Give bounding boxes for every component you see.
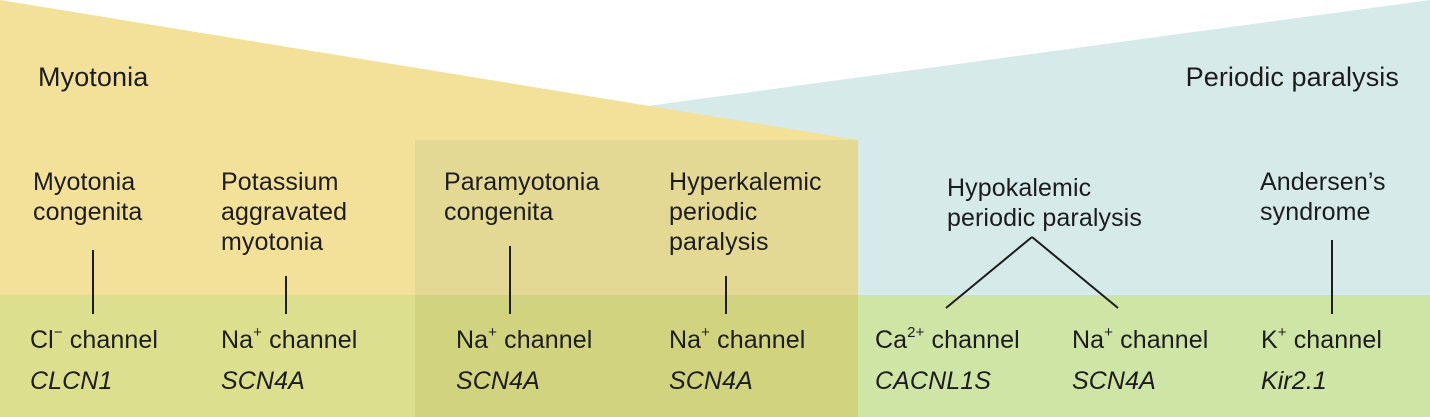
- channel-label: Na+ channel SCN4A: [669, 325, 805, 396]
- channel-name: Na+ channel: [1072, 323, 1209, 354]
- channel-label: Ca2+ channel CACNL1S: [875, 325, 1020, 396]
- channel-label: Na+ channel SCN4A: [456, 325, 592, 396]
- channel-name: K+ channel: [1261, 323, 1382, 354]
- channel-band-left: [0, 295, 415, 417]
- connector-line: [945, 236, 1033, 309]
- gene-name: SCN4A: [221, 367, 305, 395]
- group-title-myotonia: Myotonia: [38, 62, 149, 92]
- disease-label: Myotonia congenita: [33, 168, 143, 226]
- channel-band-right: [858, 295, 1430, 417]
- gene-name: SCN4A: [669, 367, 753, 395]
- gene-name: SCN4A: [456, 367, 540, 395]
- channel-name: Na+ channel: [456, 323, 593, 354]
- disease-label: Paramyotonia congenita: [444, 168, 600, 226]
- group-title-periodic-paralysis: Periodic paralysis: [1185, 62, 1399, 92]
- channel-name: Ca2+ channel: [875, 323, 1020, 354]
- channel-name: Cl− channel: [30, 323, 159, 354]
- channel-label: K+ channel Kir2.1: [1261, 325, 1382, 396]
- gene-name: SCN4A: [1072, 367, 1156, 395]
- channel-name: Na+ channel: [221, 323, 358, 354]
- channel-name: Na+ channel: [669, 323, 806, 354]
- disease-label: Andersen’s syndrome: [1260, 168, 1386, 226]
- channel-label: Na+ channel SCN4A: [1072, 325, 1208, 396]
- gene-name: CACNL1S: [875, 367, 992, 395]
- connector-line: [1031, 236, 1119, 309]
- channel-label: Cl− channel CLCN1: [30, 325, 158, 396]
- channel-band-overlap: [415, 295, 858, 417]
- disease-label: Hyperkalemic periodic paralysis: [669, 168, 822, 256]
- gene-name: CLCN1: [30, 367, 113, 395]
- gene-name: Kir2.1: [1261, 367, 1327, 395]
- disease-label: Hypokalemic periodic paralysis: [947, 174, 1142, 232]
- channel-label: Na+ channel SCN4A: [221, 325, 357, 396]
- disease-label: Potassium aggravated myotonia: [221, 168, 348, 256]
